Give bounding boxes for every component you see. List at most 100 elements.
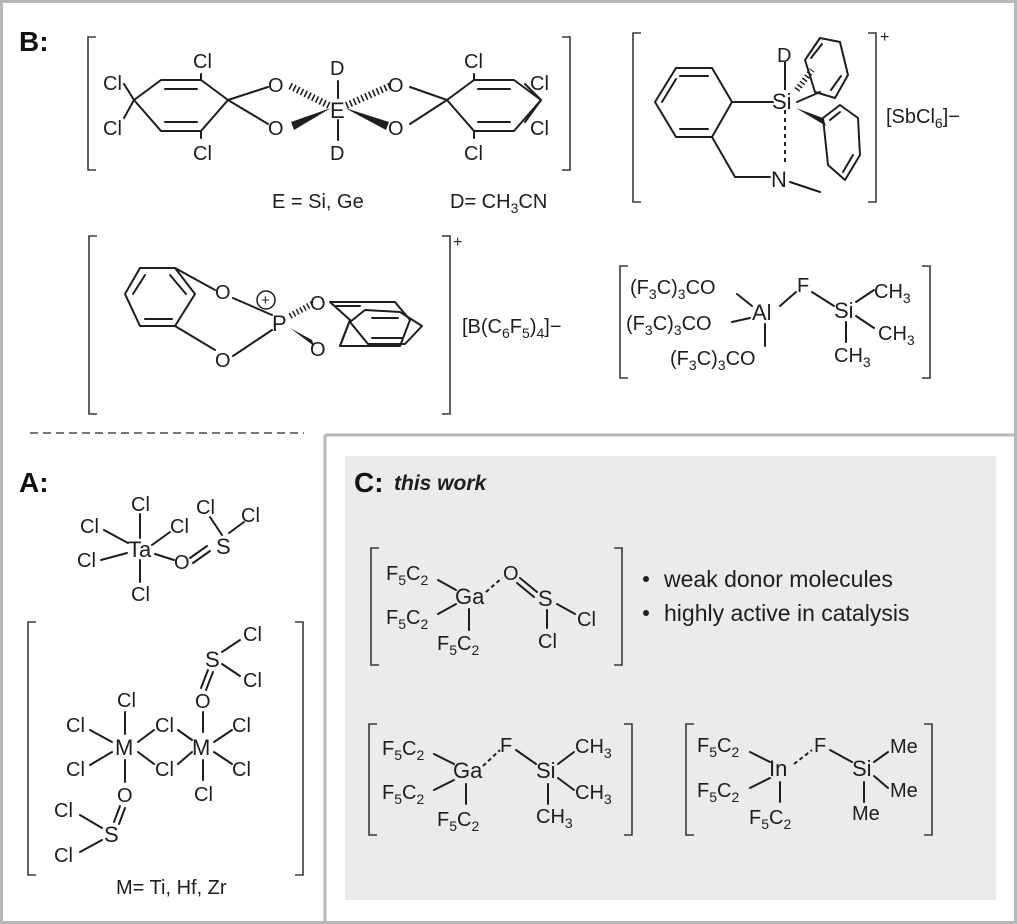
atom-si: Si: [834, 298, 854, 323]
atom-m: M: [192, 735, 210, 760]
atom-n: N: [771, 167, 787, 192]
panel-c-background: [345, 456, 996, 900]
bullet-icon: [643, 576, 649, 582]
atom-f: F: [814, 735, 826, 757]
charge-plus: +: [453, 234, 462, 251]
methyl-group: Me: [890, 736, 918, 758]
atom-si: Si: [536, 758, 556, 783]
bullet-icon: [643, 610, 649, 616]
atom-e: E: [330, 98, 345, 123]
tris-alkoxy-group: (F3C)3CO: [670, 348, 756, 373]
atom-cl: Cl: [131, 584, 150, 606]
atom-cl: Cl: [243, 670, 262, 692]
methyl-group: Me: [890, 780, 918, 802]
c2f5-group: F5C2: [386, 563, 428, 588]
b-complex-1: Cl Cl Cl Cl Cl Cl Cl Cl O O O O E D D E …: [87, 36, 571, 216]
atom-cl: Cl: [155, 715, 174, 737]
methyl-group: CH3: [575, 736, 612, 761]
atom-o: O: [215, 282, 231, 304]
atom-o: O: [310, 293, 326, 315]
c2f5-group: F5C2: [437, 633, 479, 658]
atom-s: S: [104, 822, 119, 847]
atom-o: O: [268, 118, 284, 140]
atom-cl: Cl: [77, 550, 96, 572]
tris-alkoxy-group: (F3C)3CO: [630, 277, 716, 302]
atom-cl: Cl: [577, 609, 596, 631]
atom-cl: Cl: [103, 118, 122, 140]
atom-ta: Ta: [128, 537, 152, 562]
atom-si: Si: [772, 89, 792, 114]
atom-cl: Cl: [66, 715, 85, 737]
atom-d: D: [330, 58, 344, 80]
c2f5-group: F5C2: [749, 807, 791, 832]
atom-cl: Cl: [538, 631, 557, 653]
c2f5-group: F5C2: [382, 738, 424, 763]
atom-cl: Cl: [464, 51, 483, 73]
atom-o: O: [388, 75, 404, 97]
b-complex-4: (F3C)3CO (F3C)3CO (F3C)3CO Al F Si CH3 C…: [619, 265, 931, 379]
methyl-group: Me: [852, 803, 880, 825]
atom-o: O: [117, 785, 133, 807]
atom-s: S: [216, 534, 231, 559]
atom-cl: Cl: [54, 845, 73, 867]
atom-cl: Cl: [196, 497, 215, 519]
tris-alkoxy-group: (F3C)3CO: [626, 313, 712, 338]
atom-cl: Cl: [232, 759, 251, 781]
counter-anion: [B(C6F5)4]−: [462, 316, 562, 341]
atom-cl: Cl: [193, 51, 212, 73]
section-label-b: B:: [19, 26, 49, 57]
atom-cl: Cl: [194, 784, 213, 806]
section-c-subtitle: this work: [394, 472, 488, 495]
b-complex-2: + Si D N [SbCl6]−: [632, 29, 960, 203]
atom-ga: Ga: [453, 758, 483, 783]
atom-o: O: [503, 563, 519, 585]
atom-cl: Cl: [80, 516, 99, 538]
atom-o: O: [388, 118, 404, 140]
atom-cl: Cl: [103, 73, 122, 95]
methyl-group: CH3: [834, 345, 871, 370]
section-label-a: A:: [19, 467, 49, 498]
atom-al: Al: [752, 300, 772, 325]
caption-d: D= CH3CN: [450, 191, 547, 216]
section-label-c: C:: [354, 467, 384, 498]
c2f5-group: F5C2: [386, 607, 428, 632]
c-bullet-list: weak donor molecules highly active in ca…: [643, 566, 909, 626]
a-complex-1: Cl Cl Cl Cl Cl Ta O S Cl Cl: [77, 494, 260, 606]
atom-o: O: [215, 350, 231, 372]
atom-cl: Cl: [66, 759, 85, 781]
atom-f: F: [797, 275, 809, 297]
c2f5-group: F5C2: [437, 809, 479, 834]
methyl-group: CH3: [878, 323, 915, 348]
atom-o: O: [174, 552, 190, 574]
b-complex-3: + O O O O P + [B(C6F5)4]−: [88, 234, 562, 415]
atom-m: M: [115, 735, 133, 760]
atom-cl: Cl: [243, 624, 262, 646]
atom-o: O: [268, 75, 284, 97]
atom-s: S: [205, 647, 220, 672]
atom-si: Si: [852, 756, 872, 781]
atom-cl: Cl: [170, 516, 189, 538]
counter-anion: [SbCl6]−: [886, 106, 960, 131]
atom-d: D: [777, 45, 791, 67]
atom-s: S: [538, 586, 553, 611]
bullet-text: weak donor molecules: [663, 566, 893, 592]
atom-cl: Cl: [464, 143, 483, 165]
c-complex-1: F5C2 F5C2 F5C2 Ga O S Cl Cl: [370, 547, 623, 666]
atom-cl: Cl: [117, 690, 136, 712]
atom-o: O: [310, 339, 326, 361]
c2f5-group: F5C2: [697, 780, 739, 805]
atom-ga: Ga: [455, 584, 485, 609]
methyl-group: CH3: [575, 782, 612, 807]
atom-cl: Cl: [530, 118, 549, 140]
c2f5-group: F5C2: [697, 735, 739, 760]
caption-e: E = Si, Ge: [272, 191, 364, 213]
positive-charge-icon: [256, 290, 276, 310]
atom-cl: Cl: [54, 800, 73, 822]
atom-cl: Cl: [155, 759, 174, 781]
plus-circle-label: +: [261, 292, 270, 309]
a-complex-2: S Cl Cl O Cl M Cl Cl O Cl Cl M Cl Cl Cl: [27, 621, 304, 899]
atom-cl: Cl: [193, 143, 212, 165]
c2f5-group: F5C2: [382, 782, 424, 807]
